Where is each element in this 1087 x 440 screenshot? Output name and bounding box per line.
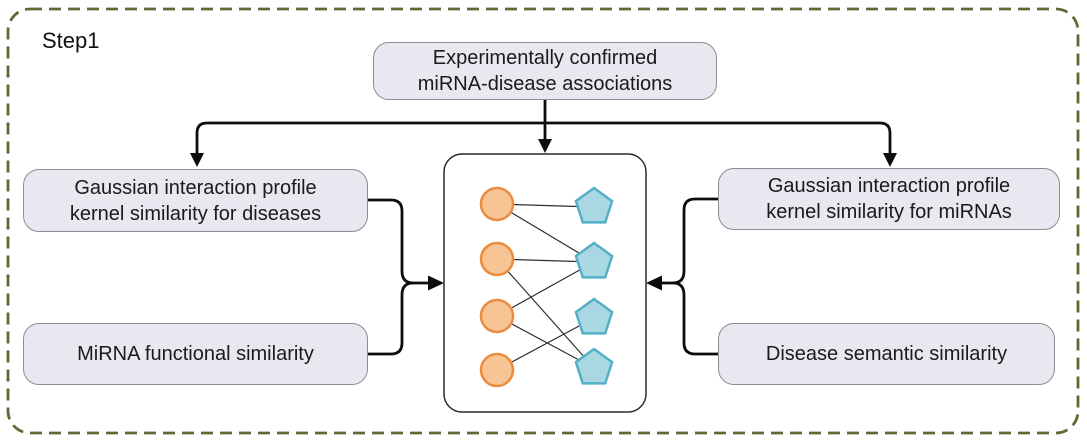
association-edge	[496, 258, 595, 369]
box-experimentally-confirmed-associations: Experimentally confirmed miRNA-disease a…	[373, 42, 717, 100]
arrow-left2-to-center	[368, 281, 414, 356]
step-label: Step1	[42, 28, 100, 53]
box-text-line: Experimentally confirmed	[432, 47, 658, 69]
association-edge	[496, 261, 595, 317]
arrow-top-to-left	[195, 121, 545, 153]
arrow-left1-to-center	[368, 198, 414, 285]
arrow-right2-to-center	[672, 281, 718, 356]
box-text-line: Disease semantic similarity	[765, 343, 1008, 365]
box-text-line: miRNA-disease associations	[417, 73, 673, 95]
box-text-line: Gaussian interaction profile	[74, 176, 317, 199]
association-edge	[496, 203, 595, 263]
arrowhead-left-down	[190, 153, 204, 167]
disease-node-pentagon	[574, 241, 614, 279]
association-network-box	[443, 153, 647, 413]
box-text-line: kernel similarity for miRNAs	[766, 201, 1012, 223]
arrow-right1-to-center	[672, 197, 718, 285]
arrow-top-to-right	[545, 121, 892, 153]
box-gaussian-kernel-diseases: Gaussian interaction profile kernel simi…	[23, 169, 368, 232]
mirna-node-circle	[479, 241, 515, 277]
association-edge	[496, 317, 595, 371]
arrowhead-left-merge	[428, 275, 444, 291]
mirna-node-circle	[479, 298, 515, 334]
step1-dashed-border	[6, 7, 1080, 435]
arrowhead-center-down	[538, 139, 552, 153]
mirna-node-circle	[479, 186, 515, 222]
disease-node-pentagon	[574, 347, 614, 385]
box-text-line: Gaussian interaction profile	[767, 175, 1011, 197]
bipartite-network	[479, 186, 614, 388]
arrowhead-right-merge	[646, 275, 662, 291]
disease-node-pentagon	[574, 297, 614, 335]
arrowhead-right-down	[883, 153, 897, 167]
box-text-line: kernel similarity for diseases	[69, 202, 322, 225]
box-gaussian-kernel-mirnas: Gaussian interaction profile kernel simi…	[718, 168, 1060, 230]
box-disease-semantic-similarity: Disease semantic similarity	[718, 323, 1055, 385]
box-text-line: MiRNA functional similarity	[77, 343, 314, 365]
mirna-node-circle	[479, 352, 515, 388]
box-mirna-functional-similarity: MiRNA functional similarity	[23, 323, 368, 385]
disease-node-pentagon	[574, 186, 614, 224]
